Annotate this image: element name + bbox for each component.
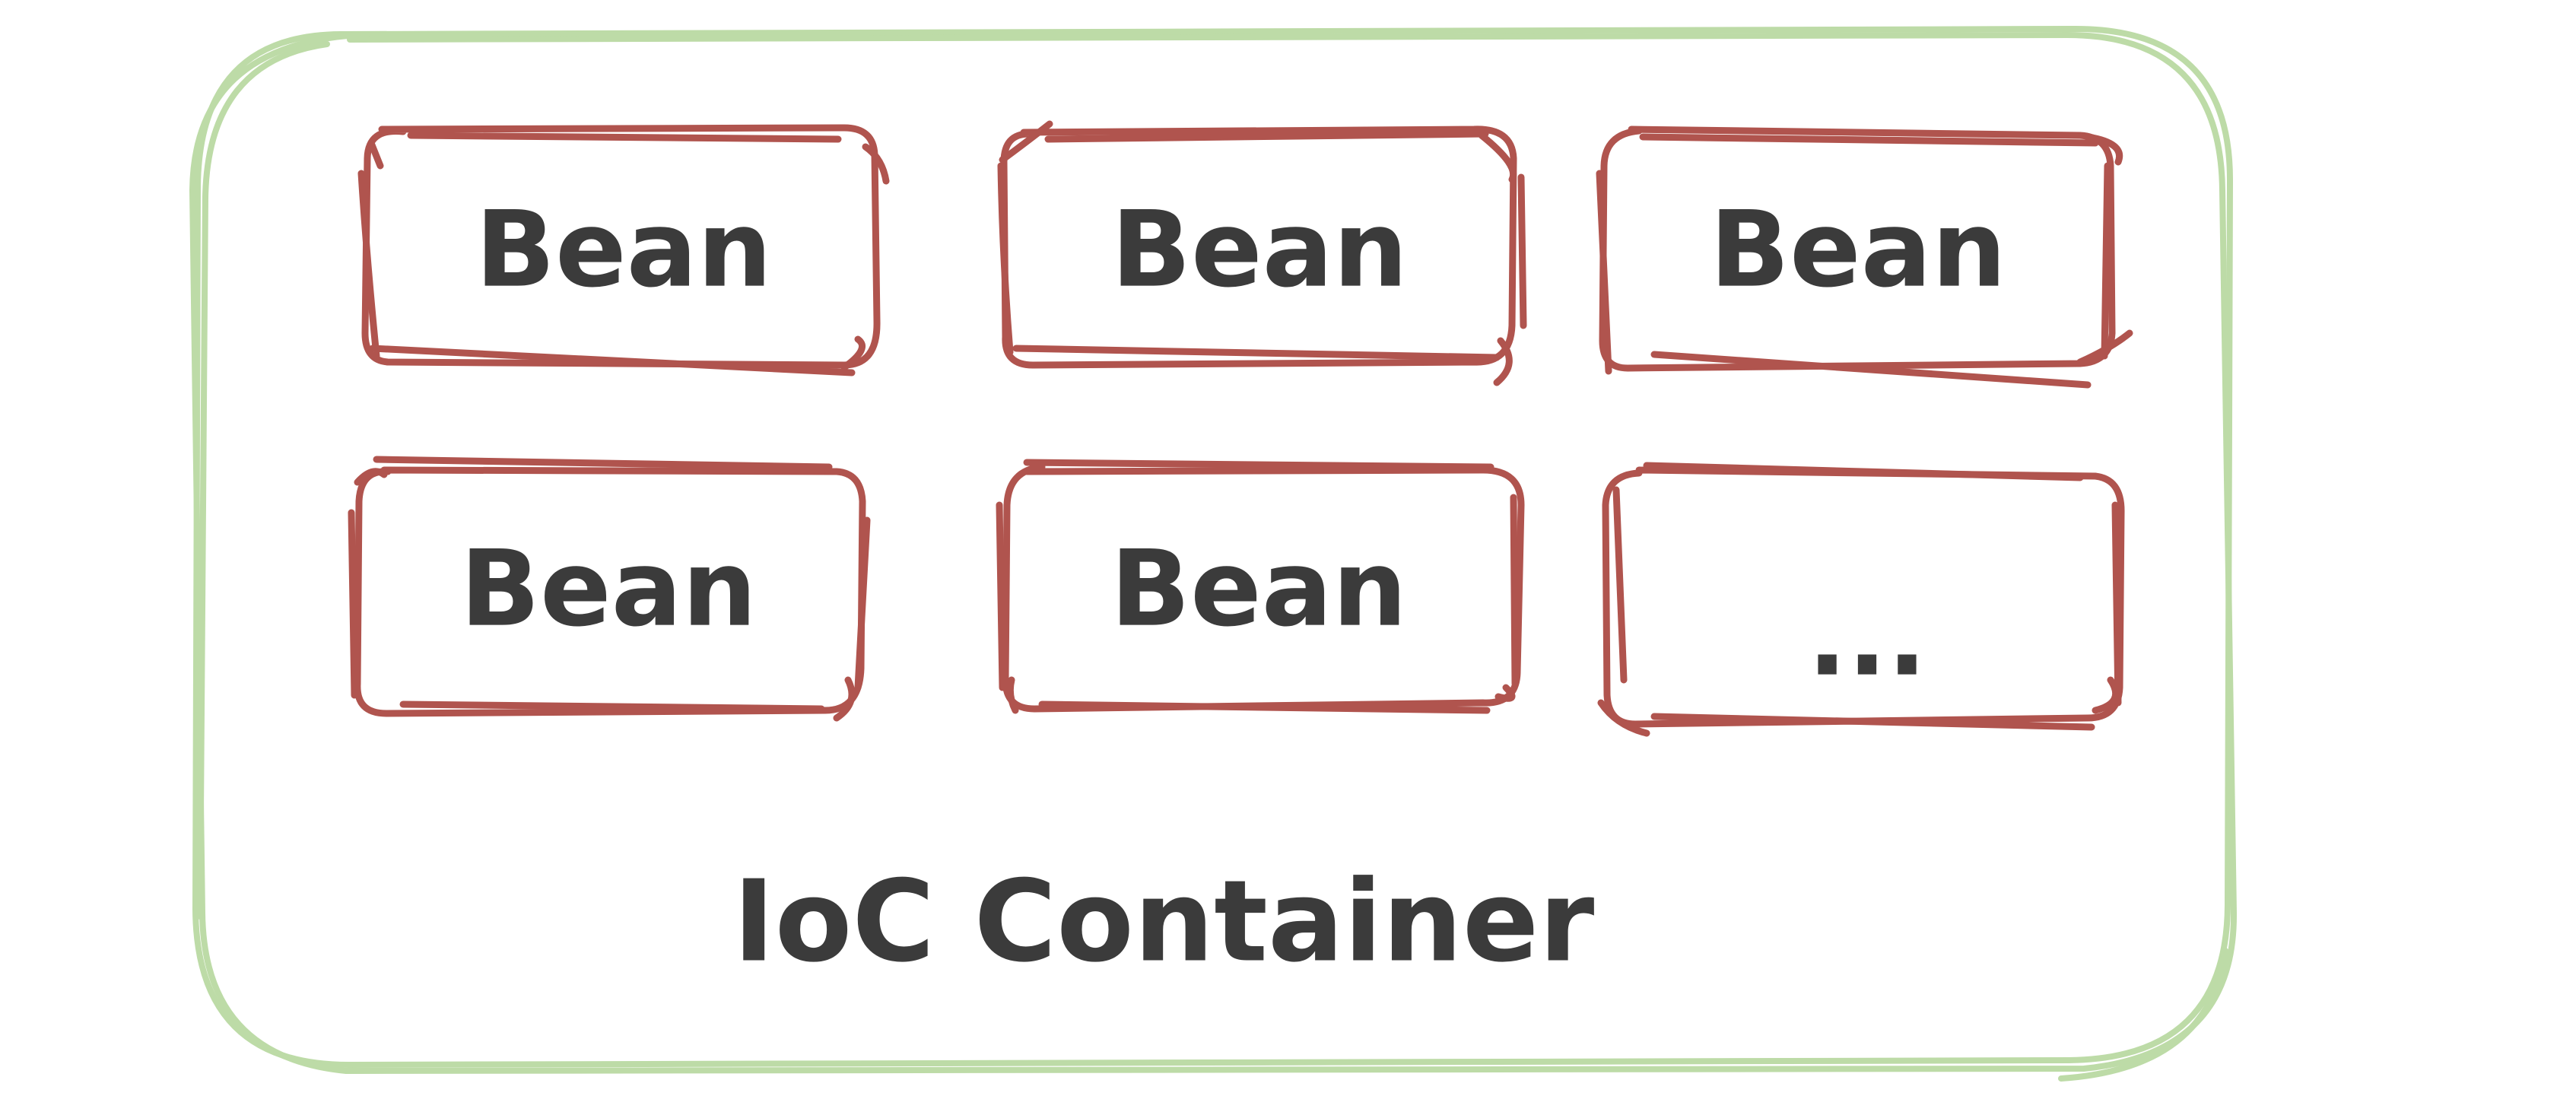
bean-box: Bean bbox=[348, 456, 871, 722]
bean-box: Bean bbox=[996, 459, 1525, 714]
bean-grid: Bean Bean Bean Bean bbox=[348, 120, 2133, 737]
bean-box-border bbox=[996, 459, 1525, 714]
container-title: IoC Container bbox=[733, 856, 1595, 987]
ioc-container: IoC Container bbox=[189, 25, 2238, 1082]
bean-box-border bbox=[1597, 462, 2125, 737]
bean-box: ... bbox=[1597, 462, 2125, 737]
bean-box-border bbox=[997, 120, 1527, 386]
bean-label: Bean bbox=[1110, 528, 1407, 650]
bean-label: Bean bbox=[1111, 189, 1408, 311]
bean-box: Bean bbox=[997, 120, 1527, 386]
bean-label: Bean bbox=[460, 528, 757, 650]
bean-box-border bbox=[1596, 125, 2133, 389]
ioc-container-border bbox=[189, 25, 2238, 1082]
bean-label: Bean bbox=[475, 189, 772, 311]
bean-box: Bean bbox=[357, 124, 890, 376]
bean-box-border bbox=[357, 124, 890, 376]
bean-box: Bean bbox=[1596, 125, 2133, 389]
bean-label: Bean bbox=[1710, 189, 2006, 311]
bean-box-border bbox=[348, 456, 871, 722]
bean-label: ... bbox=[1807, 577, 1926, 700]
